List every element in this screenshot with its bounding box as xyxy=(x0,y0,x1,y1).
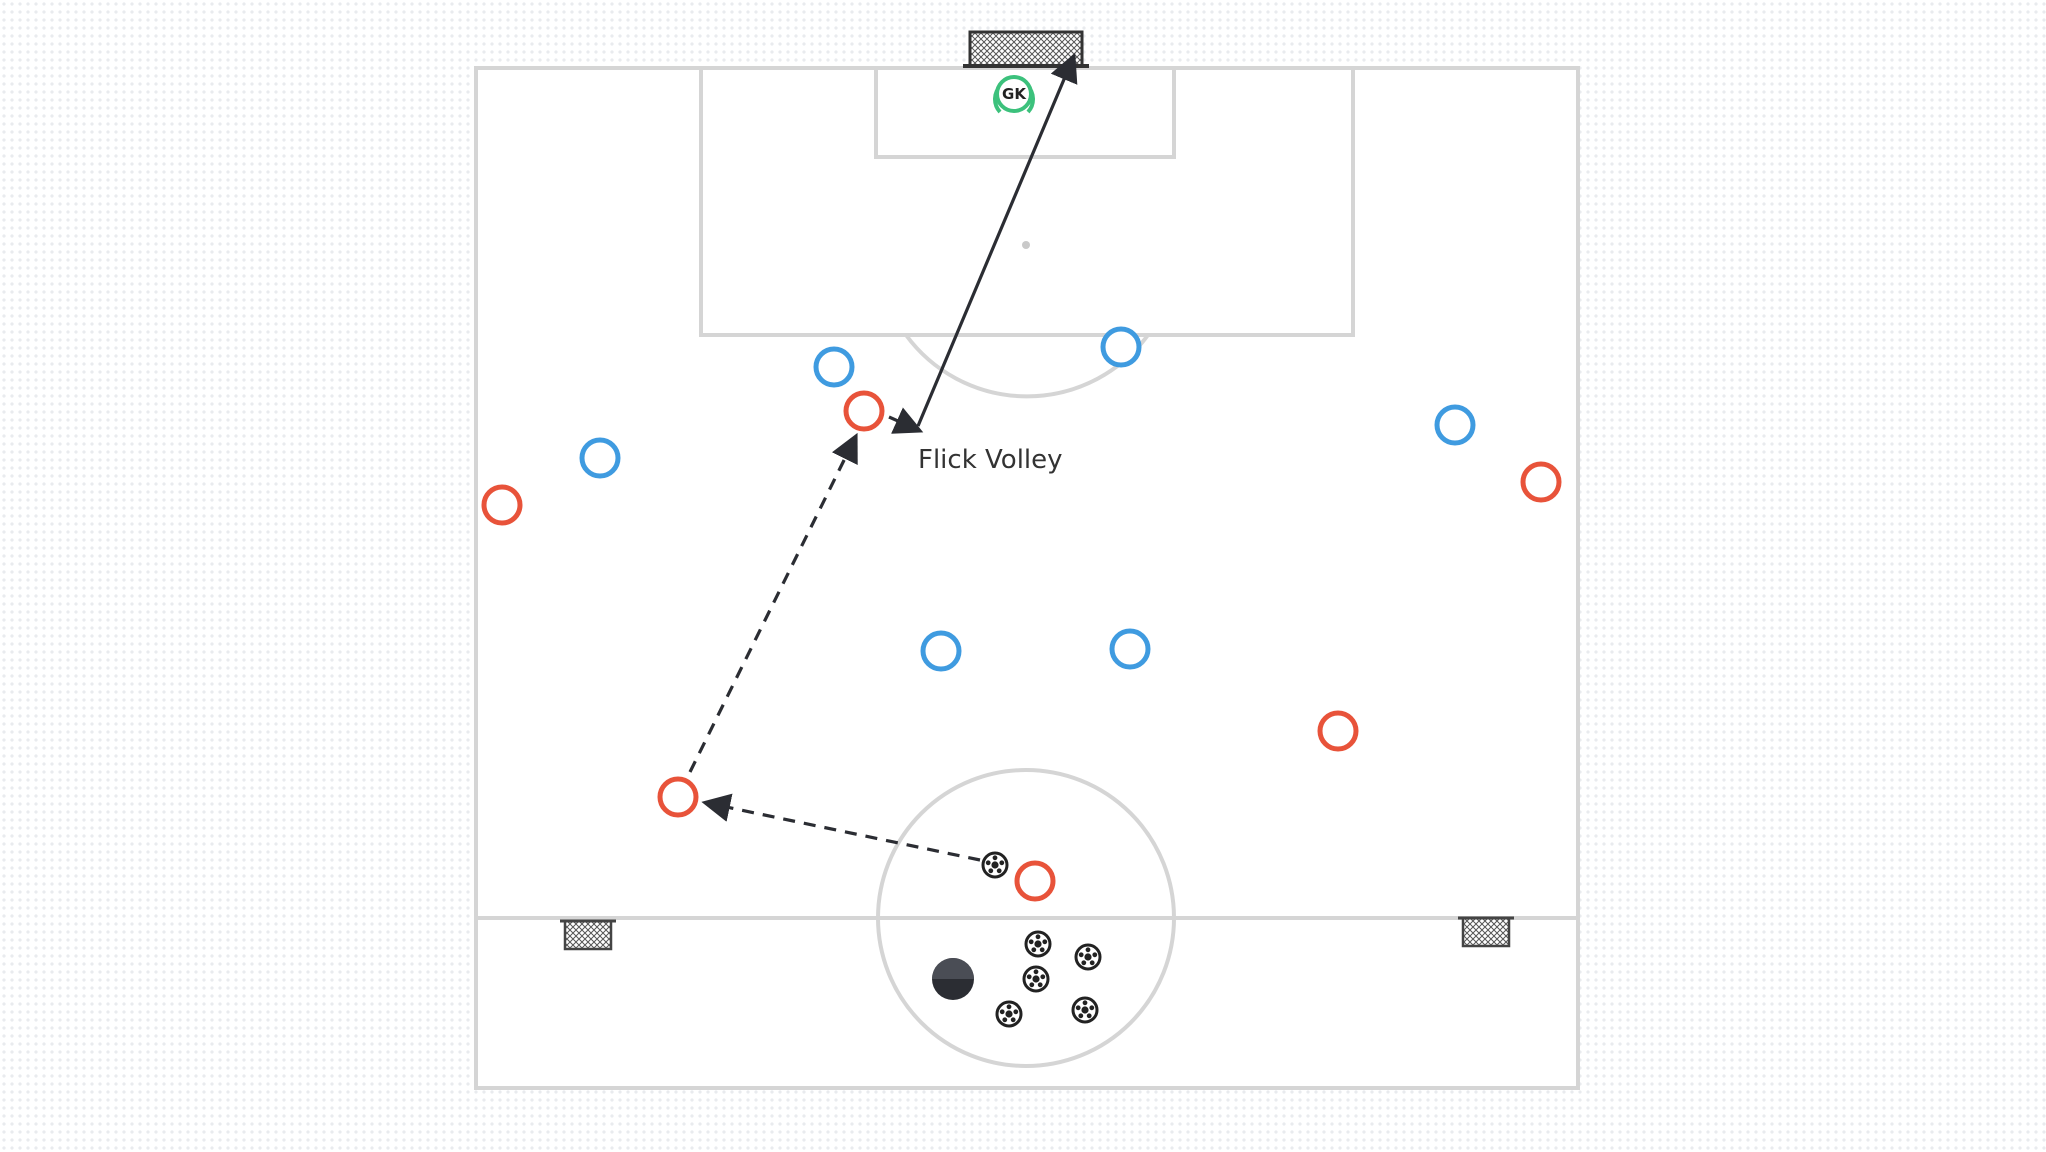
soccer-ball-icon[interactable] xyxy=(1074,943,1102,971)
defender-marker[interactable] xyxy=(1434,404,1476,446)
soccer-ball-icon[interactable] xyxy=(995,1000,1023,1028)
goalkeeper-marker[interactable]: GK xyxy=(993,75,1035,114)
soccer-ball-icon[interactable] xyxy=(981,851,1009,879)
pitch xyxy=(474,66,1580,1090)
attacker-marker[interactable] xyxy=(843,390,885,432)
defender-marker[interactable] xyxy=(813,346,855,388)
defense-players xyxy=(579,326,1476,672)
pass-arrow-1 xyxy=(701,793,981,862)
attacker-marker[interactable] xyxy=(1317,710,1359,752)
pitch-outline xyxy=(474,66,1580,1090)
marker-disc-icon[interactable] xyxy=(932,958,974,1000)
center-circle xyxy=(876,768,1176,1068)
soccer-ball-icon[interactable] xyxy=(1022,965,1050,993)
defender-marker[interactable] xyxy=(579,437,621,479)
attacker-marker[interactable] xyxy=(1520,461,1562,503)
drill-annotation: Flick Volley xyxy=(918,445,1063,475)
soccer-ball-icon[interactable] xyxy=(1024,930,1052,958)
goalkeeper-label: GK xyxy=(1002,85,1027,103)
defender-marker[interactable] xyxy=(920,630,962,672)
attacker-marker[interactable] xyxy=(481,484,523,526)
mini-goal-icon xyxy=(1458,916,1514,948)
shot-arrow xyxy=(916,52,1078,427)
attack-players xyxy=(481,390,1562,902)
mini-goal-icon xyxy=(560,919,616,951)
attacker-marker[interactable] xyxy=(1014,860,1056,902)
run-arrow xyxy=(888,407,924,434)
attacker-marker[interactable] xyxy=(657,776,699,818)
defender-marker[interactable] xyxy=(1100,326,1142,368)
penalty-spot xyxy=(1022,241,1030,249)
soccer-ball-icon[interactable] xyxy=(1071,996,1099,1024)
movement-arrows xyxy=(688,52,1078,862)
defender-marker[interactable] xyxy=(1109,628,1151,670)
